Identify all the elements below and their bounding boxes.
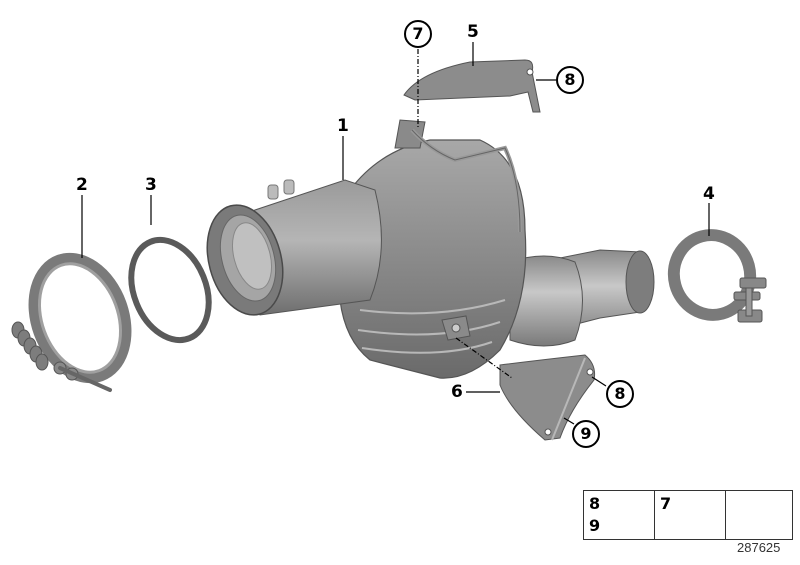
legend-cell-direction-arrow <box>726 491 791 539</box>
legend-number: 8 <box>589 494 601 513</box>
legend-number: 9 <box>589 516 601 535</box>
callout-6: 6 <box>451 382 463 402</box>
v-band-clamp <box>11 252 132 392</box>
upper-bracket <box>403 59 541 113</box>
catalytic-converter-dpf <box>206 119 655 379</box>
gasket-ring <box>128 236 212 344</box>
callout-8-circled-upper: 8 <box>556 66 584 94</box>
lower-bracket <box>499 354 596 441</box>
legend-cell-hex-bolt: 8 9 <box>584 491 655 539</box>
document-number: 287625 <box>737 540 781 555</box>
callout-4: 4 <box>703 184 715 204</box>
fastener-legend: 8 9 7 <box>583 490 793 540</box>
callout-2: 2 <box>76 175 88 195</box>
callout-3: 3 <box>145 175 157 195</box>
legend-cell-torx-bolt: 7 <box>655 491 726 539</box>
leader-lines <box>81 42 710 425</box>
exhaust-clamp <box>667 229 767 323</box>
callout-8-circled-lower: 8 <box>606 380 634 408</box>
callout-9-circled: 9 <box>572 420 600 448</box>
callout-5: 5 <box>467 22 479 42</box>
callout-1: 1 <box>337 116 349 136</box>
callout-7-circled: 7 <box>404 20 432 48</box>
legend-number: 7 <box>660 494 672 513</box>
